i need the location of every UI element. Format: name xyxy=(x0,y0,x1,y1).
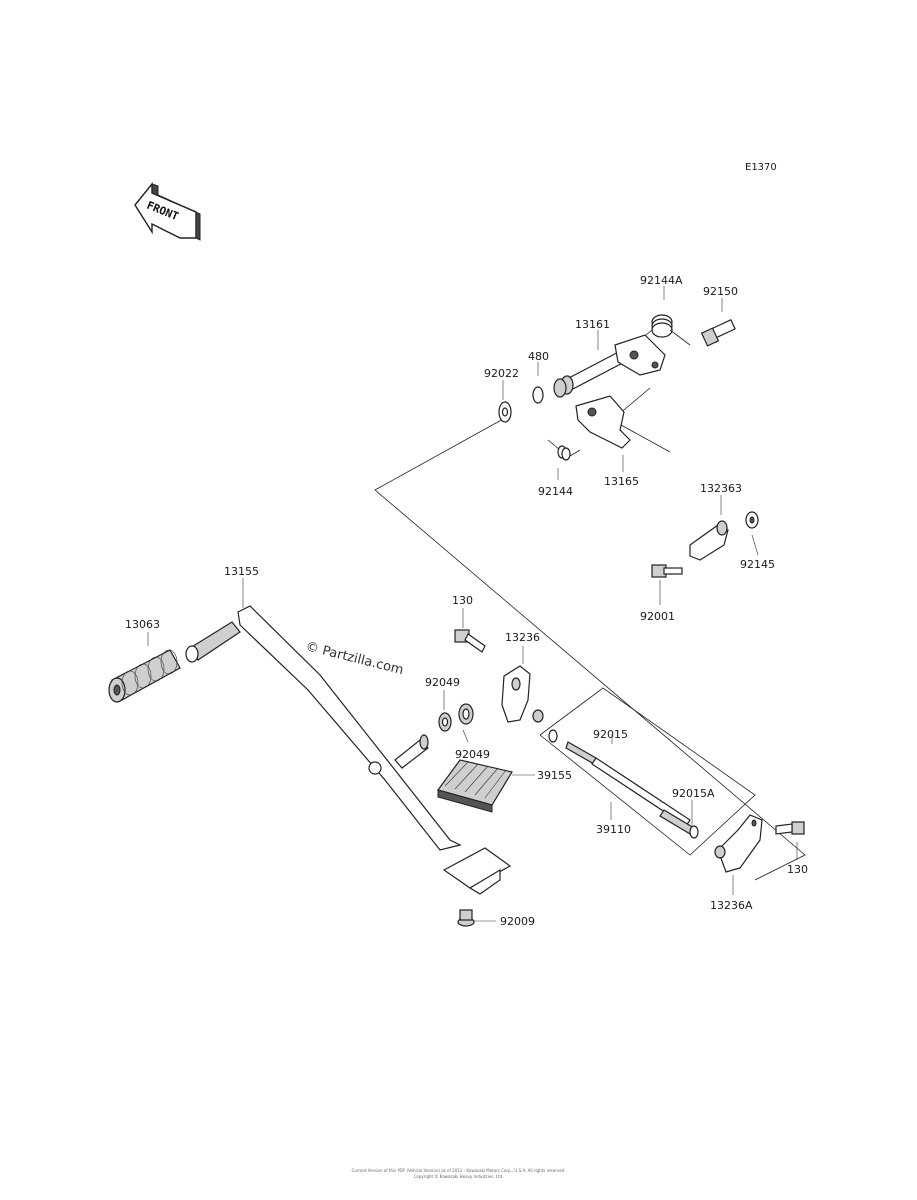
lever-13236-icon xyxy=(501,665,544,723)
bolt-92001-icon xyxy=(651,564,683,578)
part-label: 132363 xyxy=(700,482,742,495)
front-arrow-icon: FRONT xyxy=(134,182,201,241)
part-label: 92049 xyxy=(455,748,490,761)
washer-92022-icon xyxy=(498,401,512,423)
part-label: 92144A xyxy=(640,274,683,287)
lever-13236A-icon xyxy=(714,814,763,873)
part-label: 92001 xyxy=(640,610,675,623)
footer-line-1: Current Version of this PDF (Vehicle Ver… xyxy=(351,1168,566,1173)
part-label: 480 xyxy=(528,350,549,363)
pedal-pad-icon xyxy=(442,847,512,895)
part-label: 92022 xyxy=(484,367,519,380)
part-label: 13155 xyxy=(224,565,259,578)
part-label: 13236 xyxy=(505,631,540,644)
part-label: 13236A xyxy=(710,899,753,912)
part-label: 13165 xyxy=(604,475,639,488)
rubber-13063-icon xyxy=(108,649,181,703)
part-label: 13161 xyxy=(575,318,610,331)
watermark: © Partzilla.com xyxy=(304,639,405,678)
shift-shaft-13161-icon xyxy=(553,334,666,398)
clip-92145-icon xyxy=(745,511,759,529)
spring-92144-icon xyxy=(547,439,581,461)
part-label: 130 xyxy=(787,863,808,876)
leader-lines xyxy=(147,286,806,922)
part-label: 130 xyxy=(452,594,473,607)
part-labels: 92144A 92150 13161 480 92022 92144 13165… xyxy=(125,274,808,928)
lever-132363-icon xyxy=(689,520,729,561)
diagram-code: E1370 xyxy=(745,162,777,173)
bolt-92009-icon xyxy=(457,909,475,927)
spring-92144A-icon xyxy=(639,314,691,346)
shift-arm-13165-icon xyxy=(575,395,631,449)
part-label: 92015A xyxy=(672,787,715,800)
part-label: 92049 xyxy=(425,676,460,689)
bolt-92150-icon xyxy=(700,319,736,347)
part-label: 39155 xyxy=(537,769,572,782)
footer-line-2: Copyright © Kawasaki Heavy Industries, L… xyxy=(413,1174,504,1179)
shaft-stub-icon xyxy=(394,734,429,769)
bolt-130b-icon xyxy=(775,821,805,835)
bolt-130a-icon xyxy=(454,629,486,653)
part-label: 92145 xyxy=(740,558,775,571)
nut-92015A-icon xyxy=(689,825,699,839)
nut-92015-icon xyxy=(548,729,558,743)
part-label: 92015 xyxy=(593,728,628,741)
footrest-39155-icon xyxy=(437,759,513,813)
part-label: 39110 xyxy=(596,823,631,836)
seal-92049b-icon xyxy=(458,703,474,725)
part-label: 92144 xyxy=(538,485,573,498)
circlip-480-icon xyxy=(532,386,544,404)
shift-pedal-13155-icon xyxy=(185,605,462,851)
part-label: 92009 xyxy=(500,915,535,928)
part-label: 92150 xyxy=(703,285,738,298)
seal-92049a-icon xyxy=(438,712,452,732)
part-label: 13063 xyxy=(125,618,160,631)
